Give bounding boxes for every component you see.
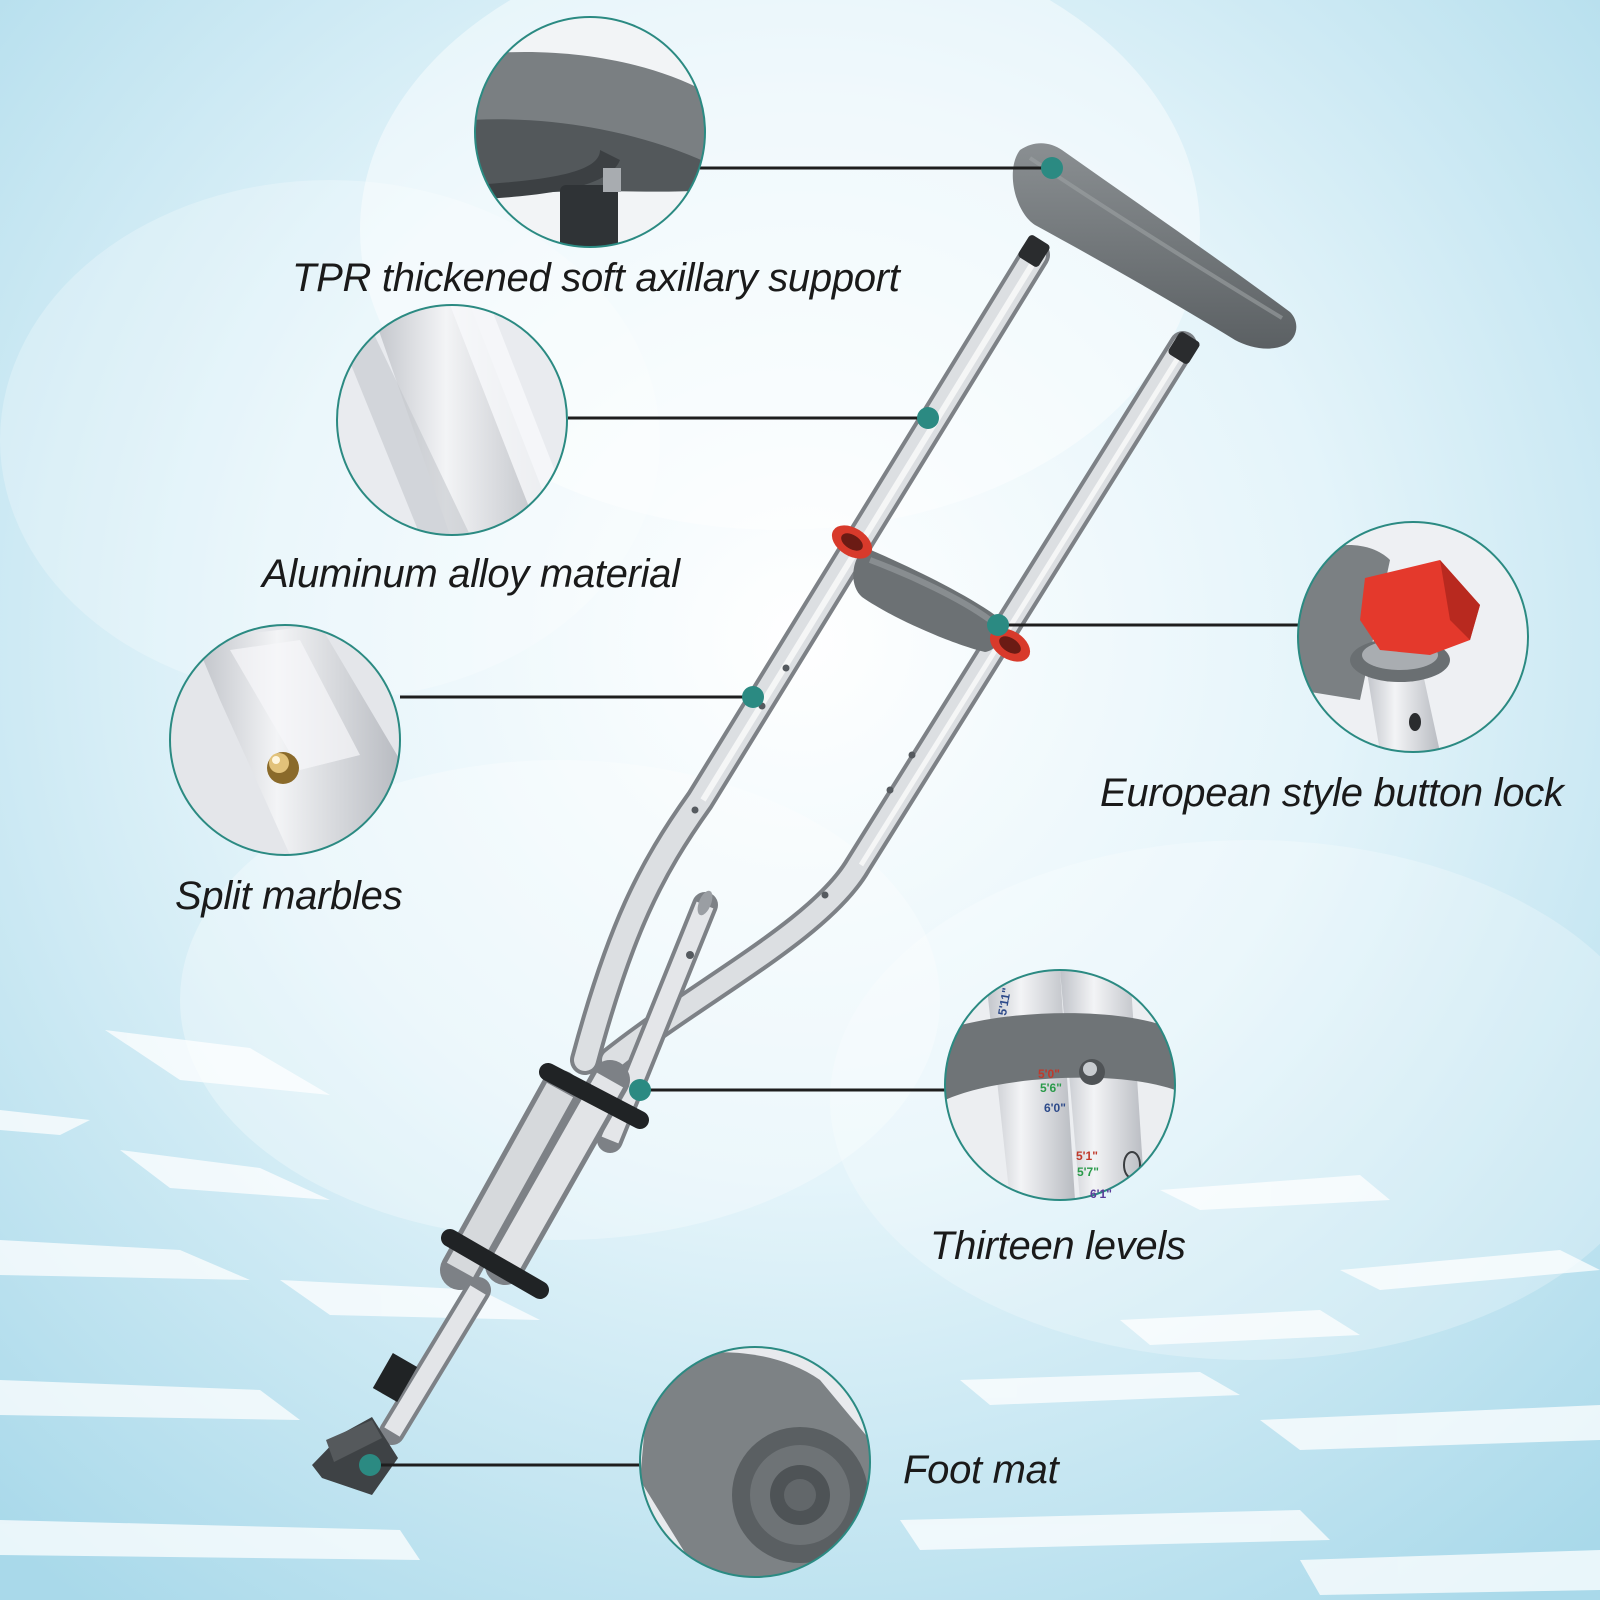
bokeh-light (830, 840, 1600, 1360)
marker-dot-axillary (1041, 157, 1063, 179)
height-mark: 5'6" (1040, 1081, 1062, 1095)
height-mark: 5'0" (1038, 1067, 1060, 1081)
callout-label-button-lock: European style button lock (1100, 771, 1564, 815)
callout-label-foot-mat: Foot mat (903, 1448, 1059, 1492)
height-mark: 6'1" (1090, 1187, 1112, 1201)
height-mark: 6'0" (1044, 1101, 1066, 1115)
detail-circle-button-lock (1297, 521, 1529, 753)
height-mark: 5'1" (1076, 1149, 1098, 1163)
callout-label-thirteen-levels: Thirteen levels (930, 1224, 1186, 1268)
marker-dot-thirteen-levels (629, 1079, 651, 1101)
crutch (312, 143, 1297, 1495)
bokeh-light (180, 760, 940, 1240)
marker-dots (359, 157, 1063, 1476)
detail-circle-foot-mat (639, 1346, 871, 1578)
height-mark: 5'7" (1077, 1165, 1099, 1179)
callout-label-aluminum-alloy: Aluminum alloy material (262, 552, 680, 596)
height-mark: 5'11" (995, 987, 1014, 1017)
leader-lines (370, 166, 1298, 1467)
detail-circle-axillary-pad (474, 16, 706, 248)
marker-dot-foot-mat (359, 1454, 381, 1476)
height-markings: 5'11" 5'0" 5'6" 6'0" 5'1" 5'7" 6'1" (995, 987, 1112, 1201)
bokeh-light (0, 180, 660, 700)
callout-label-split-marbles: Split marbles (175, 874, 403, 918)
callout-label-axillary-support: TPR thickened soft axillary support (292, 256, 900, 300)
detail-circle-split-marbles (169, 624, 401, 856)
detail-circle-thirteen-levels (944, 969, 1176, 1201)
light-streaks (0, 1030, 1600, 1595)
marker-dot-split-marbles (742, 686, 764, 708)
detail-circle-aluminum (336, 304, 568, 536)
marker-dot-aluminum (917, 407, 939, 429)
marker-dot-button-lock (987, 614, 1009, 636)
